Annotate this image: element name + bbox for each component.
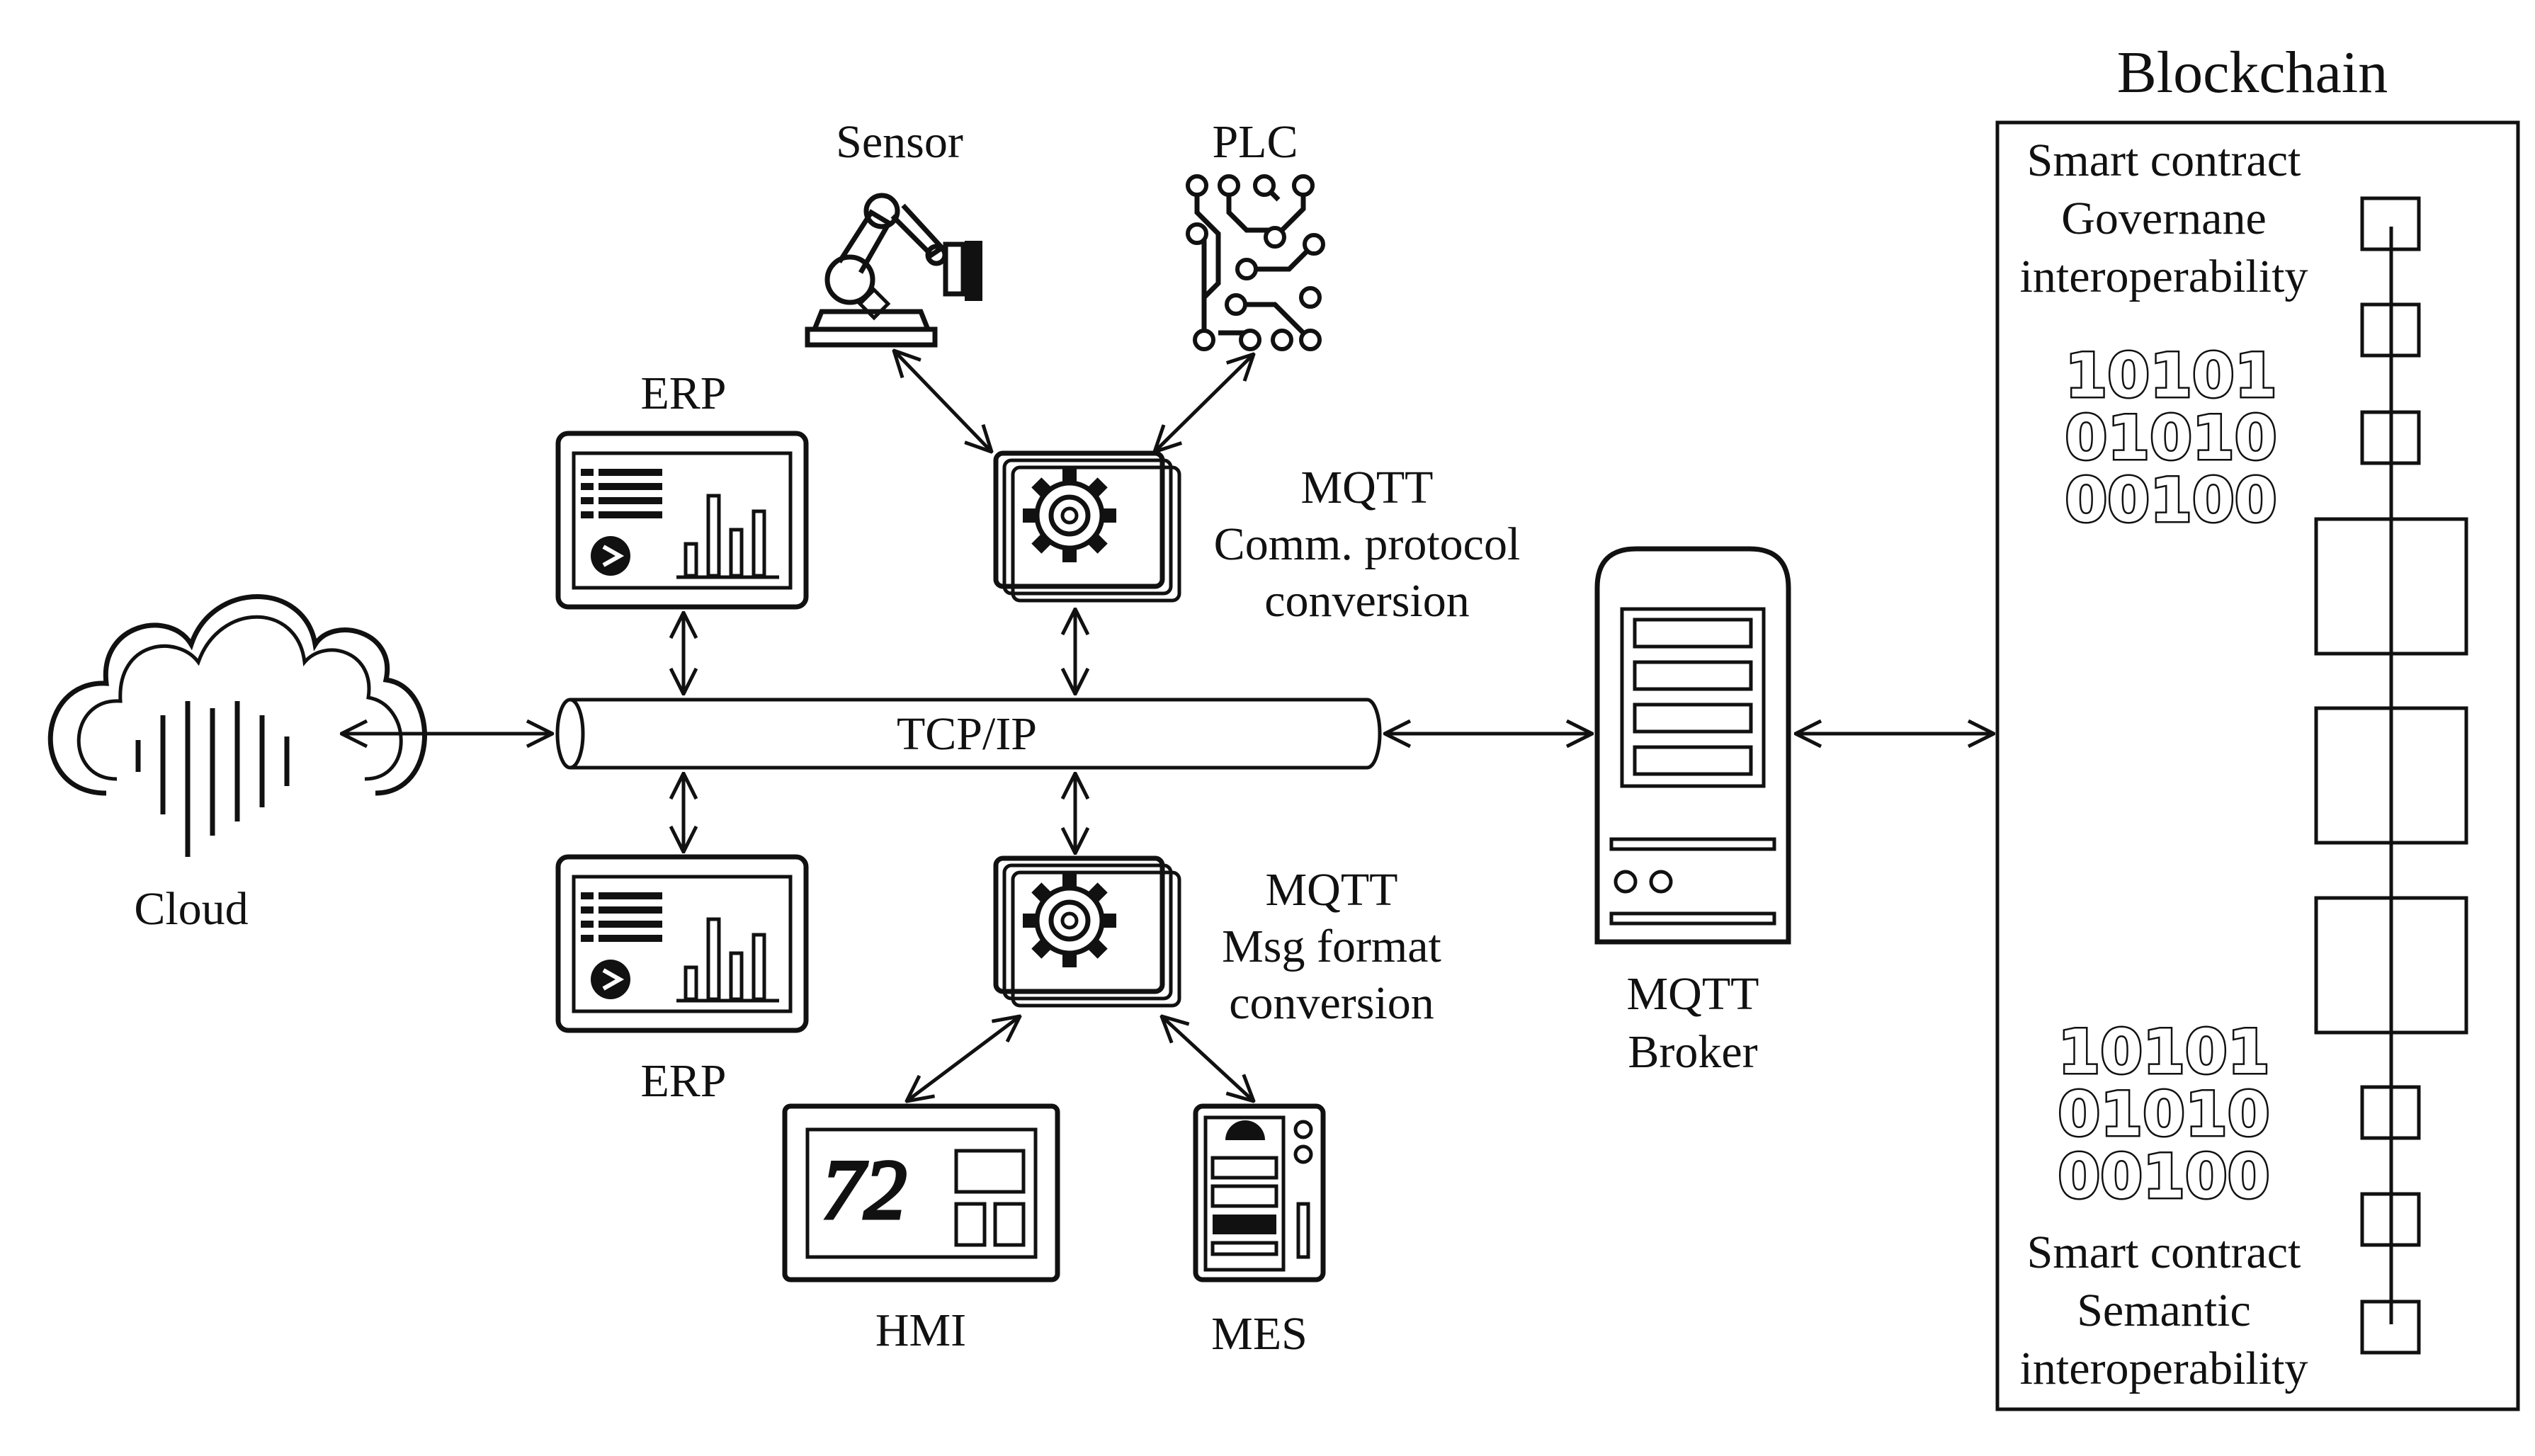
chain-block-small bbox=[2360, 1085, 2421, 1140]
blockchain-panel: Blockchain Smart contract Governane inte… bbox=[1995, 40, 2520, 1411]
broker-line-2: Broker bbox=[1628, 1026, 1757, 1078]
robot-arm-icon bbox=[805, 193, 982, 348]
binary-bottom-line-3: 00100 bbox=[2058, 1142, 2269, 1212]
contract-bottom-line-3: interoperability bbox=[2020, 1343, 2308, 1394]
binary-top-line-3: 00100 bbox=[2065, 465, 2276, 536]
tcpip-label: TCP/IP bbox=[897, 708, 1037, 760]
sensor-node: Sensor bbox=[805, 116, 982, 348]
sensor-label: Sensor bbox=[836, 116, 963, 168]
chain-block-large bbox=[2314, 896, 2468, 1035]
dashboard-icon bbox=[555, 431, 809, 610]
chain-block-large bbox=[2314, 706, 2468, 845]
arrow-mqtt-hmi bbox=[907, 1016, 1020, 1101]
erp-bottom-node: ERP bbox=[555, 854, 809, 1107]
hmi-label: HMI bbox=[875, 1304, 966, 1356]
mqtt-format-converter: MQTT Msg format conversion bbox=[993, 855, 1441, 1029]
binary-top-line-2: 01010 bbox=[2065, 403, 2276, 474]
mqtt-top-line-2: Comm. protocol bbox=[1214, 518, 1521, 570]
cloud-node: Cloud bbox=[47, 594, 427, 935]
hmi-node: 72 HMI bbox=[782, 1103, 1060, 1356]
plc-label: PLC bbox=[1212, 116, 1298, 168]
contract-bottom-line-2: Semantic bbox=[2077, 1285, 2251, 1336]
binary-top-line-1: 10101 bbox=[2065, 341, 2276, 411]
mqtt-bottom-line-3: conversion bbox=[1229, 977, 1434, 1029]
blockchain-frame bbox=[1995, 120, 2520, 1411]
arrow-sensor-mqtt bbox=[894, 351, 992, 452]
erp-bottom-label: ERP bbox=[640, 1055, 726, 1107]
contract-top-line-3: interoperability bbox=[2020, 251, 2308, 302]
mqtt-bottom-line-1: MQTT bbox=[1266, 864, 1398, 916]
mes-terminal-icon bbox=[1193, 1103, 1326, 1282]
broker-line-1: MQTT bbox=[1627, 968, 1759, 1020]
hmi-panel-icon: 72 bbox=[782, 1103, 1060, 1282]
mes-label: MES bbox=[1211, 1308, 1308, 1360]
connectors bbox=[341, 351, 1994, 1101]
binary-bottom-line-2: 01010 bbox=[2058, 1079, 2269, 1150]
mqtt-broker-node: MQTT Broker bbox=[1594, 546, 1791, 1078]
erp-top-label: ERP bbox=[640, 368, 726, 419]
arrow-mqtt-mes bbox=[1162, 1016, 1254, 1101]
server-icon bbox=[1594, 546, 1791, 945]
dashboard-icon bbox=[555, 854, 809, 1033]
contract-top-line-2: Governane bbox=[2061, 193, 2267, 244]
mqtt-bottom-line-2: Msg format bbox=[1222, 921, 1441, 972]
chain-block-small bbox=[2360, 196, 2421, 251]
blockchain-title: Blockchain bbox=[2117, 40, 2388, 106]
hmi-display-value: 72 bbox=[822, 1142, 907, 1236]
chain-block-small bbox=[2360, 302, 2421, 358]
mqtt-top-line-3: conversion bbox=[1264, 575, 1470, 627]
tcpip-bus: TCP/IP bbox=[555, 698, 1382, 770]
gear-stack-icon bbox=[993, 450, 1181, 603]
chain-block-small bbox=[2360, 410, 2421, 465]
chain-block-small bbox=[2360, 1192, 2421, 1247]
mes-node: MES bbox=[1193, 1103, 1326, 1360]
cloud-label: Cloud bbox=[134, 883, 248, 935]
mqtt-protocol-converter: MQTT Comm. protocol conversion bbox=[993, 450, 1521, 627]
chain-block-large bbox=[2314, 517, 2468, 656]
contract-top-line-1: Smart contract bbox=[2027, 135, 2301, 186]
chain-block-small bbox=[2360, 1299, 2421, 1355]
binary-bottom-line-1: 10101 bbox=[2058, 1017, 2269, 1088]
gear-stack-icon bbox=[993, 855, 1181, 1008]
cloud-icon bbox=[47, 594, 427, 796]
plc-node: PLC bbox=[1186, 116, 1325, 351]
contract-bottom-line-1: Smart contract bbox=[2027, 1227, 2301, 1278]
mqtt-top-line-1: MQTT bbox=[1301, 462, 1434, 513]
arrow-plc-mqtt bbox=[1155, 354, 1254, 452]
circuit-icon bbox=[1186, 174, 1325, 351]
erp-top-node: ERP bbox=[555, 368, 809, 610]
